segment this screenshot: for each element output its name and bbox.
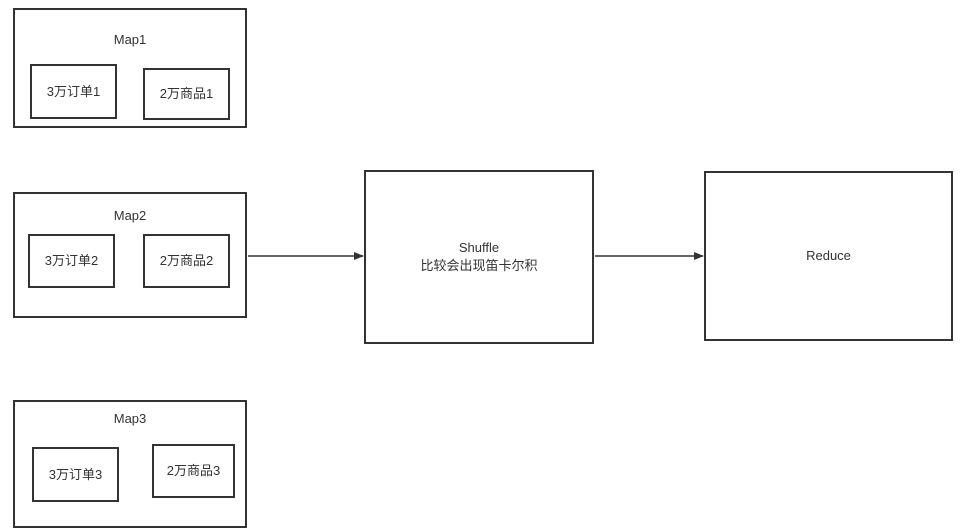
shuffle-node[interactable]: Shuffle 比较会出现笛卡尔积: [364, 170, 594, 344]
map-group-3-box-products[interactable]: 2万商品3: [152, 444, 235, 498]
map-group-2-label: Map2: [113, 208, 147, 223]
shuffle-title: Shuffle: [458, 240, 500, 255]
map-group-3[interactable]: Map3 3万订单3 2万商品3: [13, 400, 247, 528]
map-group-3-box-orders[interactable]: 3万订单3: [32, 447, 119, 502]
map-group-2[interactable]: Map2 3万订单2 2万商品2: [13, 192, 247, 318]
map-group-1-box-products-label: 2万商品1: [159, 86, 214, 101]
map-group-3-box-orders-label: 3万订单3: [48, 466, 103, 482]
map-group-2-box-orders[interactable]: 3万订单2: [28, 234, 115, 288]
shuffle-subtitle: 比较会出现笛卡尔积: [420, 258, 538, 273]
map-group-3-box-products-label: 2万商品3: [166, 463, 221, 478]
reduce-title: Reduce: [806, 248, 851, 263]
map-group-1-box-orders[interactable]: 3万订单1: [30, 64, 117, 119]
map-group-2-box-products-label: 2万商品2: [159, 253, 214, 268]
map-group-1[interactable]: Map1 3万订单1 2万商品1: [13, 8, 247, 128]
map-group-1-box-products[interactable]: 2万商品1: [143, 68, 230, 120]
map-group-2-box-orders-label: 3万订单2: [44, 253, 99, 268]
map-group-3-label: Map3: [113, 411, 147, 426]
map-group-1-label: Map1: [113, 32, 147, 47]
map-group-2-box-products[interactable]: 2万商品2: [143, 234, 230, 288]
reduce-node[interactable]: Reduce: [704, 171, 953, 341]
map-group-1-box-orders-label: 3万订单1: [46, 83, 101, 99]
